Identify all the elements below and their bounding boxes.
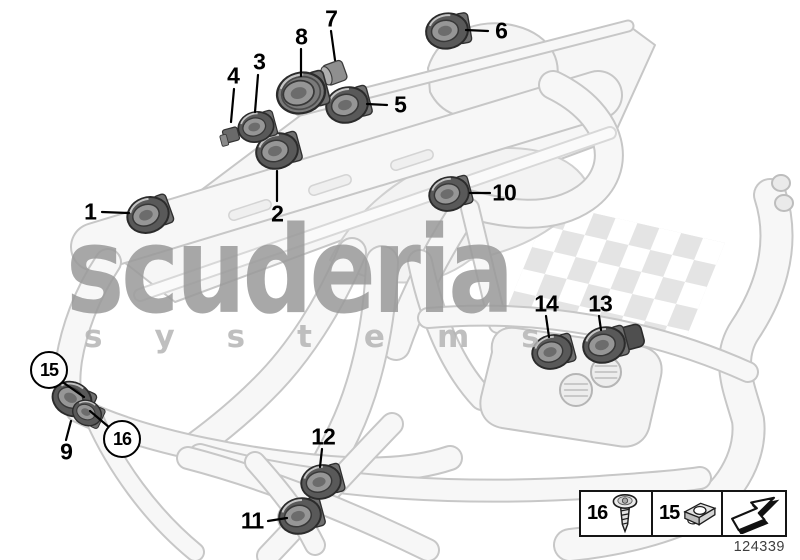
clip-nut-icon bbox=[683, 502, 717, 526]
legend-clip-number: 15 bbox=[659, 502, 680, 524]
part-connector bbox=[237, 109, 279, 143]
watermark-brand: scuderia bbox=[66, 202, 511, 341]
part-connector bbox=[219, 126, 241, 147]
legend-item-direction bbox=[723, 492, 785, 535]
part-connector bbox=[428, 174, 474, 212]
drawing-number: 124339 bbox=[733, 539, 785, 555]
part-connector bbox=[531, 332, 577, 370]
legend-item-clip-nut: 15 bbox=[653, 492, 723, 535]
part-connector bbox=[126, 193, 175, 234]
part-connector bbox=[582, 323, 645, 364]
legend-item-screw: 16 bbox=[581, 492, 653, 535]
connector-parts bbox=[51, 12, 645, 535]
part-connector bbox=[325, 84, 373, 124]
part-connector bbox=[275, 69, 331, 115]
part-connector bbox=[255, 130, 303, 170]
brand-watermark: scuderia systems bbox=[66, 202, 592, 355]
part-connector bbox=[425, 12, 473, 50]
part-connector bbox=[300, 462, 346, 500]
watermark-sub: systems bbox=[84, 319, 592, 355]
legend-screw-number: 16 bbox=[587, 502, 608, 524]
part-connector bbox=[278, 495, 326, 535]
direction-arrow-icon bbox=[731, 496, 780, 534]
fastener-legend: 16 15 bbox=[579, 490, 787, 537]
screw-icon bbox=[612, 493, 638, 534]
